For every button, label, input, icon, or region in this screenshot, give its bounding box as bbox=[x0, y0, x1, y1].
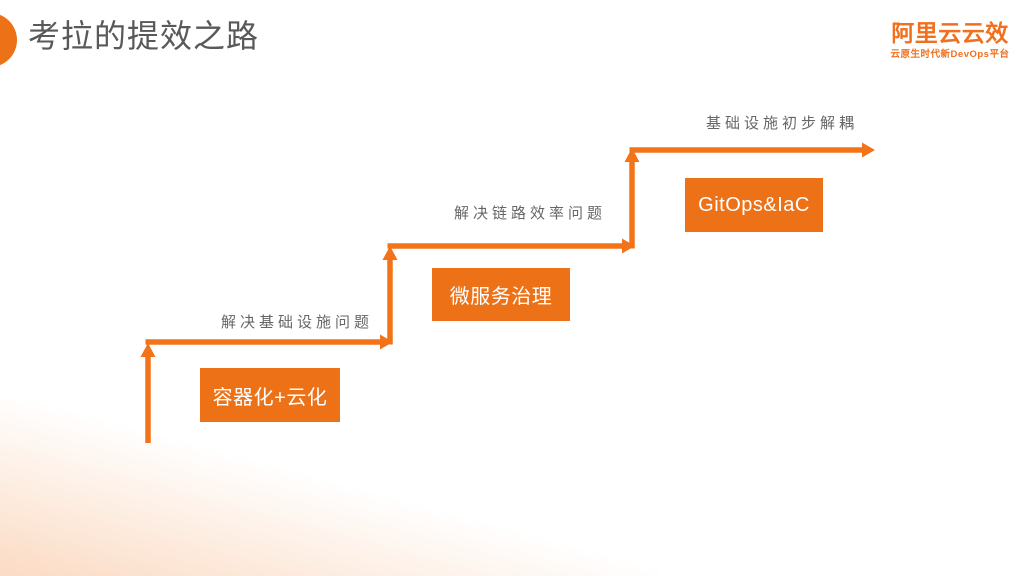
step-1-annotation: 解决基础设施问题 bbox=[220, 315, 373, 331]
aliyun-yunxiao-logo: 阿里云云效 云原生时代新DevOps平台 bbox=[890, 20, 1010, 60]
step-3-rise-arrow bbox=[624, 148, 640, 249]
step-2-rise-arrow bbox=[382, 246, 398, 345]
step-2-annotation: 解决链路效率问题 bbox=[453, 206, 606, 222]
step-1-rise-arrow bbox=[140, 343, 156, 443]
step-1-box: 容器化+云化 bbox=[200, 368, 340, 422]
step-3-box: GitOps&IaC bbox=[685, 178, 823, 232]
step-3-annotation: 基础设施初步解耦 bbox=[705, 116, 858, 132]
logo-tagline: 云原生时代新DevOps平台 bbox=[890, 49, 1010, 60]
page-title: 考拉的提效之路 bbox=[28, 18, 260, 54]
step-3-tread-arrow bbox=[629, 142, 875, 158]
step-1-tread-arrow bbox=[145, 334, 393, 350]
title-accent-half-circle-icon bbox=[0, 13, 17, 67]
step-2-box: 微服务治理 bbox=[432, 268, 570, 321]
step-2-tread-arrow bbox=[387, 238, 635, 254]
logo-wordmark: 阿里云云效 bbox=[891, 20, 1009, 46]
